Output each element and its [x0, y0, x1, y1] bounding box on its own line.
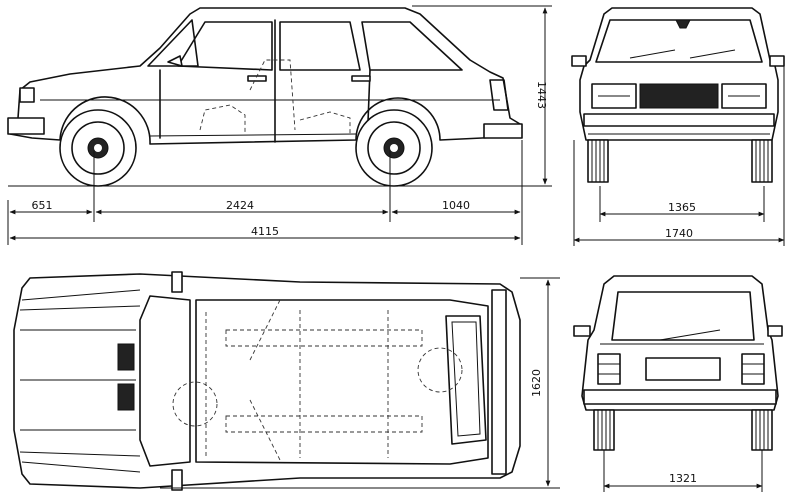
top-view [13, 271, 560, 491]
top-vent-lower [117, 383, 135, 411]
side-windshield [147, 19, 199, 67]
side-door-handle-rear [351, 75, 371, 82]
top-rear-bumper [491, 289, 507, 475]
front-windshield [595, 19, 763, 63]
rear-window [611, 291, 755, 341]
side-front-wheel [59, 109, 137, 187]
side-rear-bumper [483, 123, 523, 139]
side-rear-window [279, 21, 361, 71]
top-windshield [139, 295, 191, 467]
side-front-window [177, 21, 273, 71]
front-mirror-left [571, 55, 587, 67]
top-seat-outlines [172, 299, 463, 461]
front-view [571, 7, 785, 246]
dim-wheelbase: 2424 [226, 199, 254, 212]
front-wiper [629, 49, 736, 59]
rear-mirror-right [767, 325, 783, 337]
dim-overall-length: 4115 [251, 225, 279, 238]
top-vent-upper [117, 343, 135, 371]
rear-wiper [659, 329, 721, 341]
front-grille [639, 83, 719, 109]
side-seat-outline [199, 59, 351, 135]
dim-width-top-view: 1620 [530, 369, 543, 397]
front-mirror-right [769, 55, 785, 67]
side-rear-wheel [355, 109, 433, 187]
rear-body-outline [581, 275, 779, 411]
rear-view [573, 275, 783, 492]
front-bumper [583, 113, 775, 127]
dim-rear-track: 1321 [669, 472, 697, 485]
rear-mirror-left [573, 325, 591, 337]
top-mirror-upper [171, 271, 183, 293]
front-wheel-right [751, 139, 773, 183]
dim-front-overhang: 651 [32, 199, 53, 212]
dim-front-track: 1365 [668, 201, 696, 214]
rear-license-plate [645, 357, 721, 381]
rear-wheel-left [593, 409, 615, 451]
front-dimension-lines [573, 211, 785, 243]
rear-wheel-right [751, 409, 773, 451]
top-roof [195, 299, 489, 465]
rear-taillight-left [597, 353, 621, 385]
top-rear-window [445, 315, 487, 445]
front-wheel-left [587, 139, 609, 183]
top-mirror-lower [171, 469, 183, 491]
side-mirror [167, 55, 183, 67]
side-quarter-window [361, 21, 463, 71]
dim-rear-overhang: 1040 [442, 199, 470, 212]
rear-taillight-right [741, 353, 765, 385]
dim-overall-width: 1740 [665, 227, 693, 240]
side-view [7, 7, 530, 245]
side-dimension-lines [9, 5, 552, 241]
side-front-bumper [7, 117, 45, 135]
rear-bumper [583, 389, 777, 405]
dim-height: 1443 [535, 81, 548, 109]
top-body-outline [13, 273, 521, 489]
